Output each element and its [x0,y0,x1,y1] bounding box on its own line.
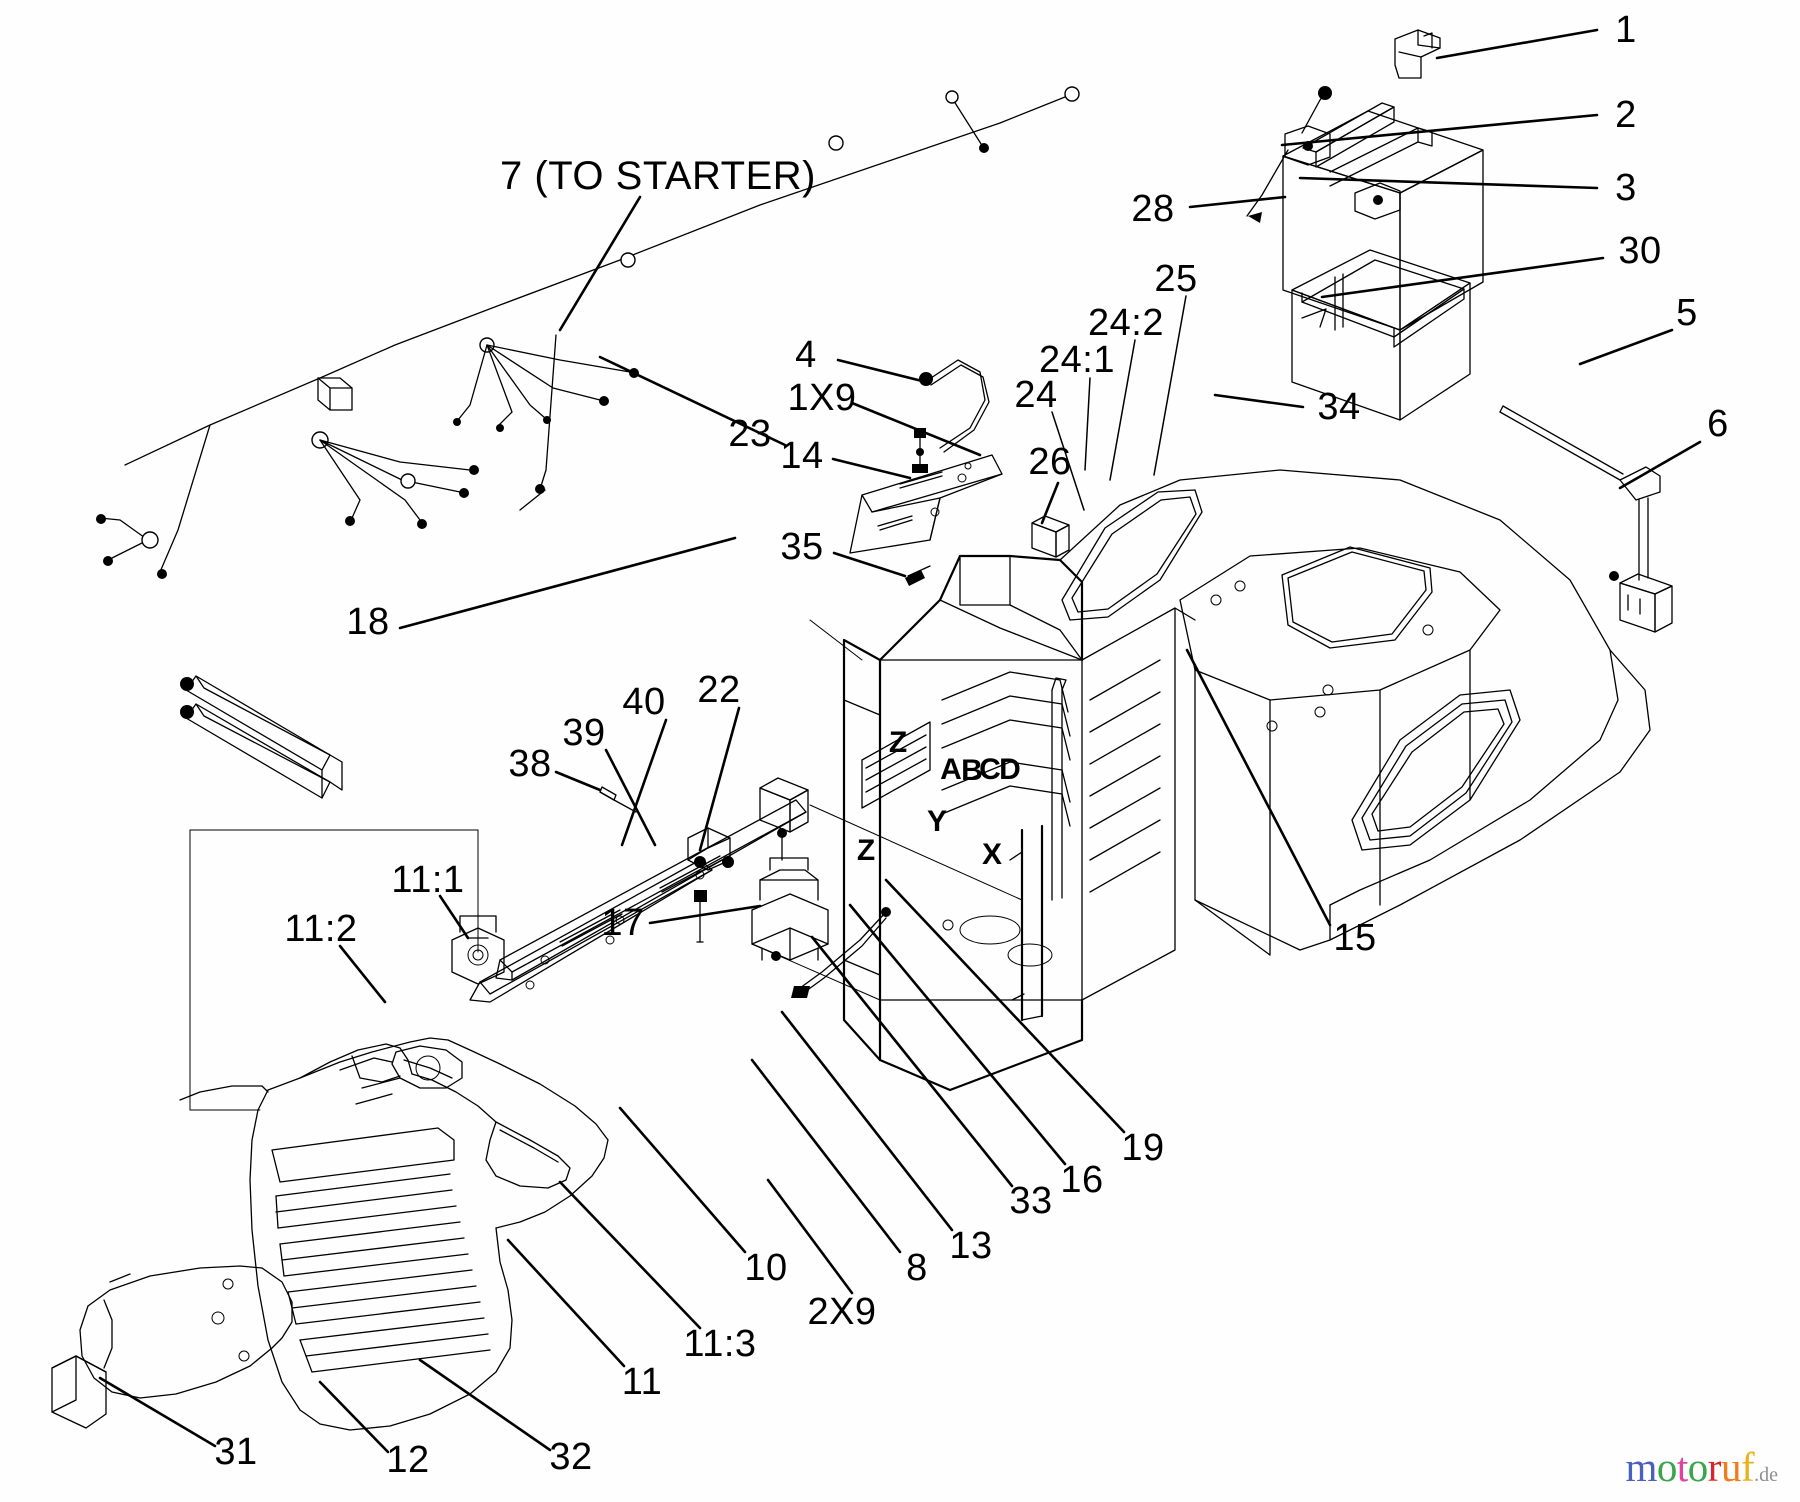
callout-10: 10 [744,1247,788,1289]
watermark-letter-o2: o [1687,1444,1709,1490]
callout-40: 40 [622,681,666,723]
callout-8: 8 [906,1247,928,1289]
battery-part-3 [1246,86,1484,331]
callout-1x9: 1X9 [787,377,857,419]
small-part-26 [1031,515,1070,558]
callout-23: 23 [728,413,772,455]
watermark-letter-m: m [1625,1444,1657,1490]
callout-22: 22 [697,669,741,711]
callout-32: 32 [549,1436,593,1478]
callout-7-to-starter: 7 (TO STARTER) [500,154,816,198]
callout-15: 15 [1333,917,1377,959]
motoruf-watermark: motoruf.de [1625,1447,1778,1488]
watermark-letter-r: r [1707,1444,1722,1490]
callout-11-1: 11:1 [391,859,465,901]
callout-14: 14 [780,435,824,477]
fastener-part-35 [905,565,931,586]
watermark-letter-o1: o [1656,1444,1678,1490]
support-rod-parts-5-6 [1499,405,1673,633]
callout-39: 39 [562,712,606,754]
marker-c: C [979,753,1001,786]
callout-33: 33 [1009,1180,1053,1222]
marker-y: Y [926,805,948,838]
watermark-letter-f: f [1740,1444,1755,1490]
marker-d: D [999,753,1021,786]
marker-z-top: Z [888,726,908,759]
callout-28: 28 [1131,188,1175,230]
callout-25: 25 [1154,258,1198,300]
battery-tray-part-30 [1291,249,1471,421]
callout-6: 6 [1707,403,1729,445]
hood-and-frame-assembly [791,469,1651,1092]
callout-35: 35 [780,526,824,568]
callout-19: 19 [1121,1127,1165,1169]
marker-x: X [981,838,1003,871]
wire-harness-assembly [96,86,1080,579]
mounting-bracket-part-14 [849,359,1003,554]
callout-24-1: 24:1 [1039,339,1115,381]
callout-5: 5 [1676,292,1698,334]
callout-11-3: 11:3 [683,1323,757,1365]
callout-31: 31 [214,1431,258,1473]
assembly-guide-lines [751,619,1023,1001]
callout-18: 18 [346,601,390,643]
bracket-part-18 [180,675,479,1111]
grille-and-hood-front [51,1037,609,1431]
callout-13: 13 [949,1225,993,1267]
marker-b: B [961,754,983,787]
watermark-suffix: .de [1754,1464,1778,1486]
callout-34: 34 [1317,386,1361,428]
callout-2x9: 2X9 [807,1291,877,1333]
marker-a: A [940,753,962,786]
callout-26: 26 [1028,441,1072,483]
callout-4: 4 [795,334,817,376]
marker-z-low: Z [856,834,876,867]
watermark-letter-t: t [1676,1444,1688,1490]
callout-1: 1 [1615,9,1637,51]
callout-3: 3 [1615,167,1637,209]
clamp-part-1 [1394,29,1441,79]
callout-24-2: 24:2 [1088,302,1164,344]
callout-30: 30 [1618,230,1662,272]
callout-38: 38 [508,743,552,785]
callout-11-2: 11:2 [284,908,358,950]
callout-11: 11 [621,1361,663,1403]
callout-12: 12 [386,1439,430,1481]
callout-24: 24 [1014,374,1058,416]
watermark-letter-u: u [1720,1444,1742,1490]
callout-17: 17 [601,902,645,944]
callout-2: 2 [1615,94,1637,136]
callout-16: 16 [1060,1159,1104,1201]
